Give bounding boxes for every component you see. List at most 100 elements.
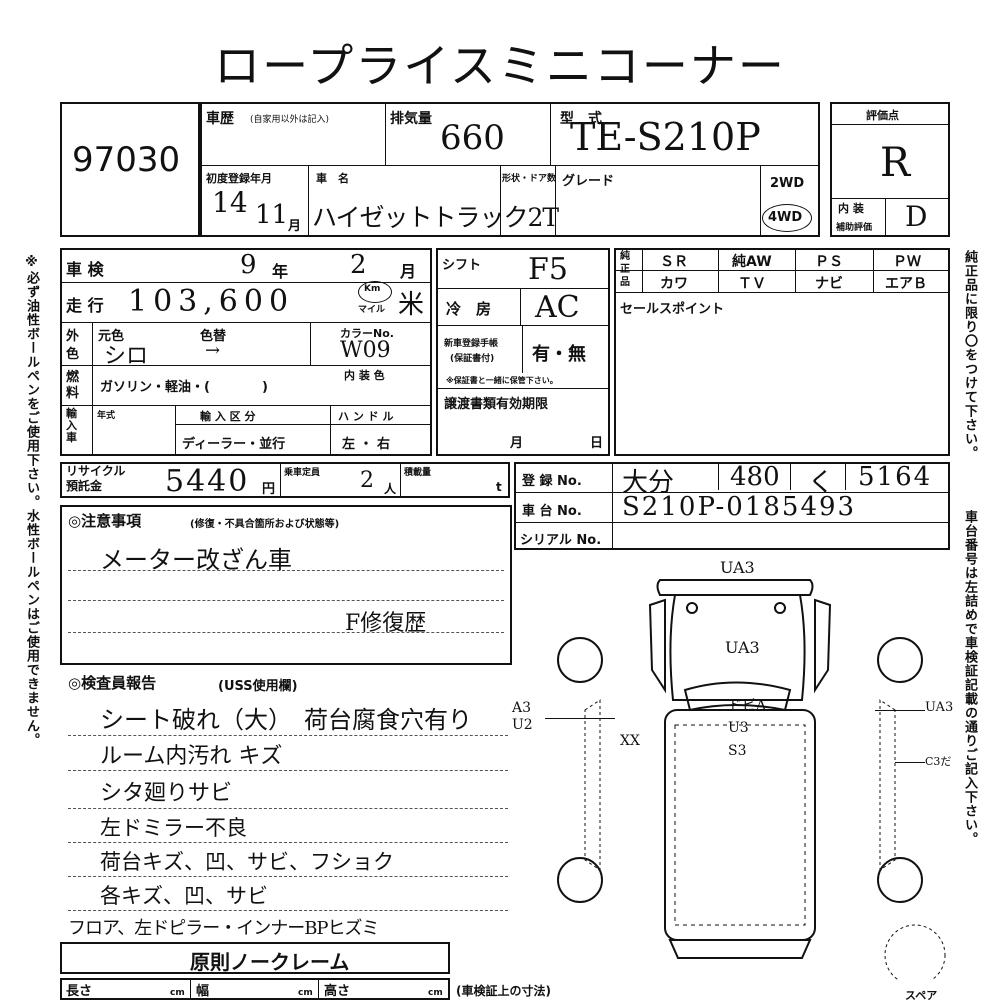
page-title: ロープライスミニコーナー xyxy=(214,39,786,93)
equipment-side-label: 純正品 xyxy=(620,251,630,288)
mark-roof-u3: U3 xyxy=(728,720,749,736)
shift-value: F5 xyxy=(528,252,568,287)
vehicle-info-box xyxy=(200,102,820,237)
recycle-value: 5440 xyxy=(165,464,250,499)
shift-box xyxy=(436,248,610,456)
doc-sub-label: (保証書付) xyxy=(450,354,495,364)
inspector-line-1: シート破れ（大） 荷台腐食穴有り xyxy=(100,706,472,734)
drive-4wd-circle xyxy=(762,204,812,232)
mark-roof-s3: S3 xyxy=(728,743,747,759)
mark-left-a3: A3 xyxy=(512,700,532,716)
recycle-label: リサイクル預託金 xyxy=(66,464,126,493)
mark-windshield: ドビA xyxy=(728,698,767,714)
caution-line-2: F修復歴 xyxy=(345,611,427,636)
chassis-value: S210P-0185493 xyxy=(622,492,857,522)
capacity-label: 乗車定員 xyxy=(284,468,321,478)
mile-label: マイル xyxy=(358,305,386,315)
mark-hood: UA3 xyxy=(725,638,760,657)
shaken-year: 9 xyxy=(240,250,257,280)
model-value: TE-S210P xyxy=(570,115,761,159)
first-reg-month: 11 xyxy=(255,200,289,230)
load-unit: t xyxy=(496,480,502,494)
width-label: 幅 xyxy=(196,984,210,999)
fuel-options: ガソリン・軽油・( ) xyxy=(100,380,268,395)
interior-sub-label: 補助評価 xyxy=(836,223,873,233)
lot-number: 97030 xyxy=(72,140,181,180)
fuel-label: 燃料 xyxy=(66,370,80,401)
serial-label: シリアル No. xyxy=(520,533,602,548)
claim-box xyxy=(60,942,450,974)
right-side-note-top: 純正品に限り〇をつけて下さい。 xyxy=(962,250,977,460)
capacity-value: 2 xyxy=(360,468,374,493)
mark-left-u2: U2 xyxy=(512,717,533,733)
transfer-month: 月 xyxy=(510,436,524,451)
chassis-label: 車 台 No. xyxy=(522,504,582,519)
inspector-line-6: 各キズ、凹、サビ xyxy=(100,884,268,908)
caution-line-1: メーター改ざん車 xyxy=(100,546,292,574)
equip-leather: カワ xyxy=(660,276,688,292)
orig-color-label: 元色 xyxy=(98,329,125,344)
reg-kana: く xyxy=(808,468,835,498)
interior-label: 内 装 xyxy=(838,202,864,215)
left-side-note: ※必ず油性ボールペンをご使用下さい。水性ボールペンはご使用できません。 xyxy=(24,255,39,747)
mark-left-xx: XX xyxy=(620,733,640,749)
transfer-label: 譲渡書類有効期限 xyxy=(444,397,549,412)
shaken-month-unit: 月 xyxy=(400,262,417,281)
transfer-day: 日 xyxy=(590,436,604,451)
sales-point-label: セールスポイント xyxy=(620,302,725,317)
drive-4wd: 4WD xyxy=(768,210,803,225)
grade-label: グレード xyxy=(562,174,615,189)
length-unit: cm xyxy=(170,988,185,998)
caution-sub-label: (修復・不具合箇所および状態等) xyxy=(190,519,340,530)
mileage-label: 走 行 xyxy=(66,296,104,315)
equipment-box xyxy=(614,248,950,456)
doc-value: 有・無 xyxy=(532,344,586,365)
equip-pw: ＰＷ xyxy=(893,254,921,270)
displacement-label: 排気量 xyxy=(390,111,432,127)
reg-label: 登 録 No. xyxy=(522,474,582,489)
interior-color-label: 内 装 色 xyxy=(344,369,385,382)
exterior-label: 外色 xyxy=(66,329,80,362)
color-no-value: W09 xyxy=(340,338,391,363)
interior-grade: D xyxy=(905,200,928,233)
reg-region: 大分 xyxy=(622,468,675,498)
mark-front-bumper: UA3 xyxy=(720,558,755,577)
equip-sr: ＳＲ xyxy=(660,254,688,270)
handle-label: ハ ン ド ル xyxy=(338,410,394,423)
lot-number-box xyxy=(60,102,200,237)
shaken-label: 車 検 xyxy=(66,260,104,279)
inspector-sub-label: (USS使用欄) xyxy=(218,679,298,694)
car-name-label: 車 名 xyxy=(316,172,349,185)
caution-box xyxy=(60,505,512,665)
reg-class: 480 xyxy=(730,462,780,492)
import-type-value: ディーラー・並行 xyxy=(182,437,286,452)
equip-ps: ＰＳ xyxy=(815,254,843,270)
inspector-line-4: 左ドミラー不良 xyxy=(100,816,247,840)
vehicle-diagram xyxy=(557,579,946,980)
dims-box xyxy=(60,978,450,1000)
equip-aw: 純AW xyxy=(732,254,772,270)
equip-tv: ＴＶ xyxy=(738,276,766,292)
ac-label: 冷 房 xyxy=(446,300,492,318)
equip-navi: ナビ xyxy=(815,276,843,292)
registration-box xyxy=(514,462,950,550)
mileage-value: 103,600 xyxy=(128,284,295,319)
inspector-line-5: 荷台キズ、凹、サビ、フショク xyxy=(100,850,394,874)
km-label: Km xyxy=(364,284,381,294)
shift-label: シフト xyxy=(442,258,482,273)
ac-value: AC xyxy=(535,290,580,325)
right-side-note-bottom: 車台番号は左詰めで車検証記載の通りご記入下さい。 xyxy=(962,510,977,846)
inspector-line-7: フロア、左ドピラー・インナーBPヒズミ xyxy=(68,918,380,939)
inspection-box xyxy=(60,248,432,456)
color-change-label: 色替 xyxy=(200,329,227,344)
dims-note: (車検証上の寸法) xyxy=(456,984,551,998)
import-type-label: 輸 入 区 分 xyxy=(200,410,256,423)
drive-2wd: 2WD xyxy=(770,176,805,191)
inspector-label: ◎検査員報告 xyxy=(68,674,157,692)
equip-airbag: エアＢ xyxy=(885,276,927,292)
mark-right-c3: C3だ xyxy=(925,755,952,768)
reg-number: 5164 xyxy=(858,462,933,492)
capacity-unit: 人 xyxy=(384,482,397,496)
caution-label: ◎注意事項 xyxy=(68,512,142,530)
color-arrow: → xyxy=(205,340,221,361)
